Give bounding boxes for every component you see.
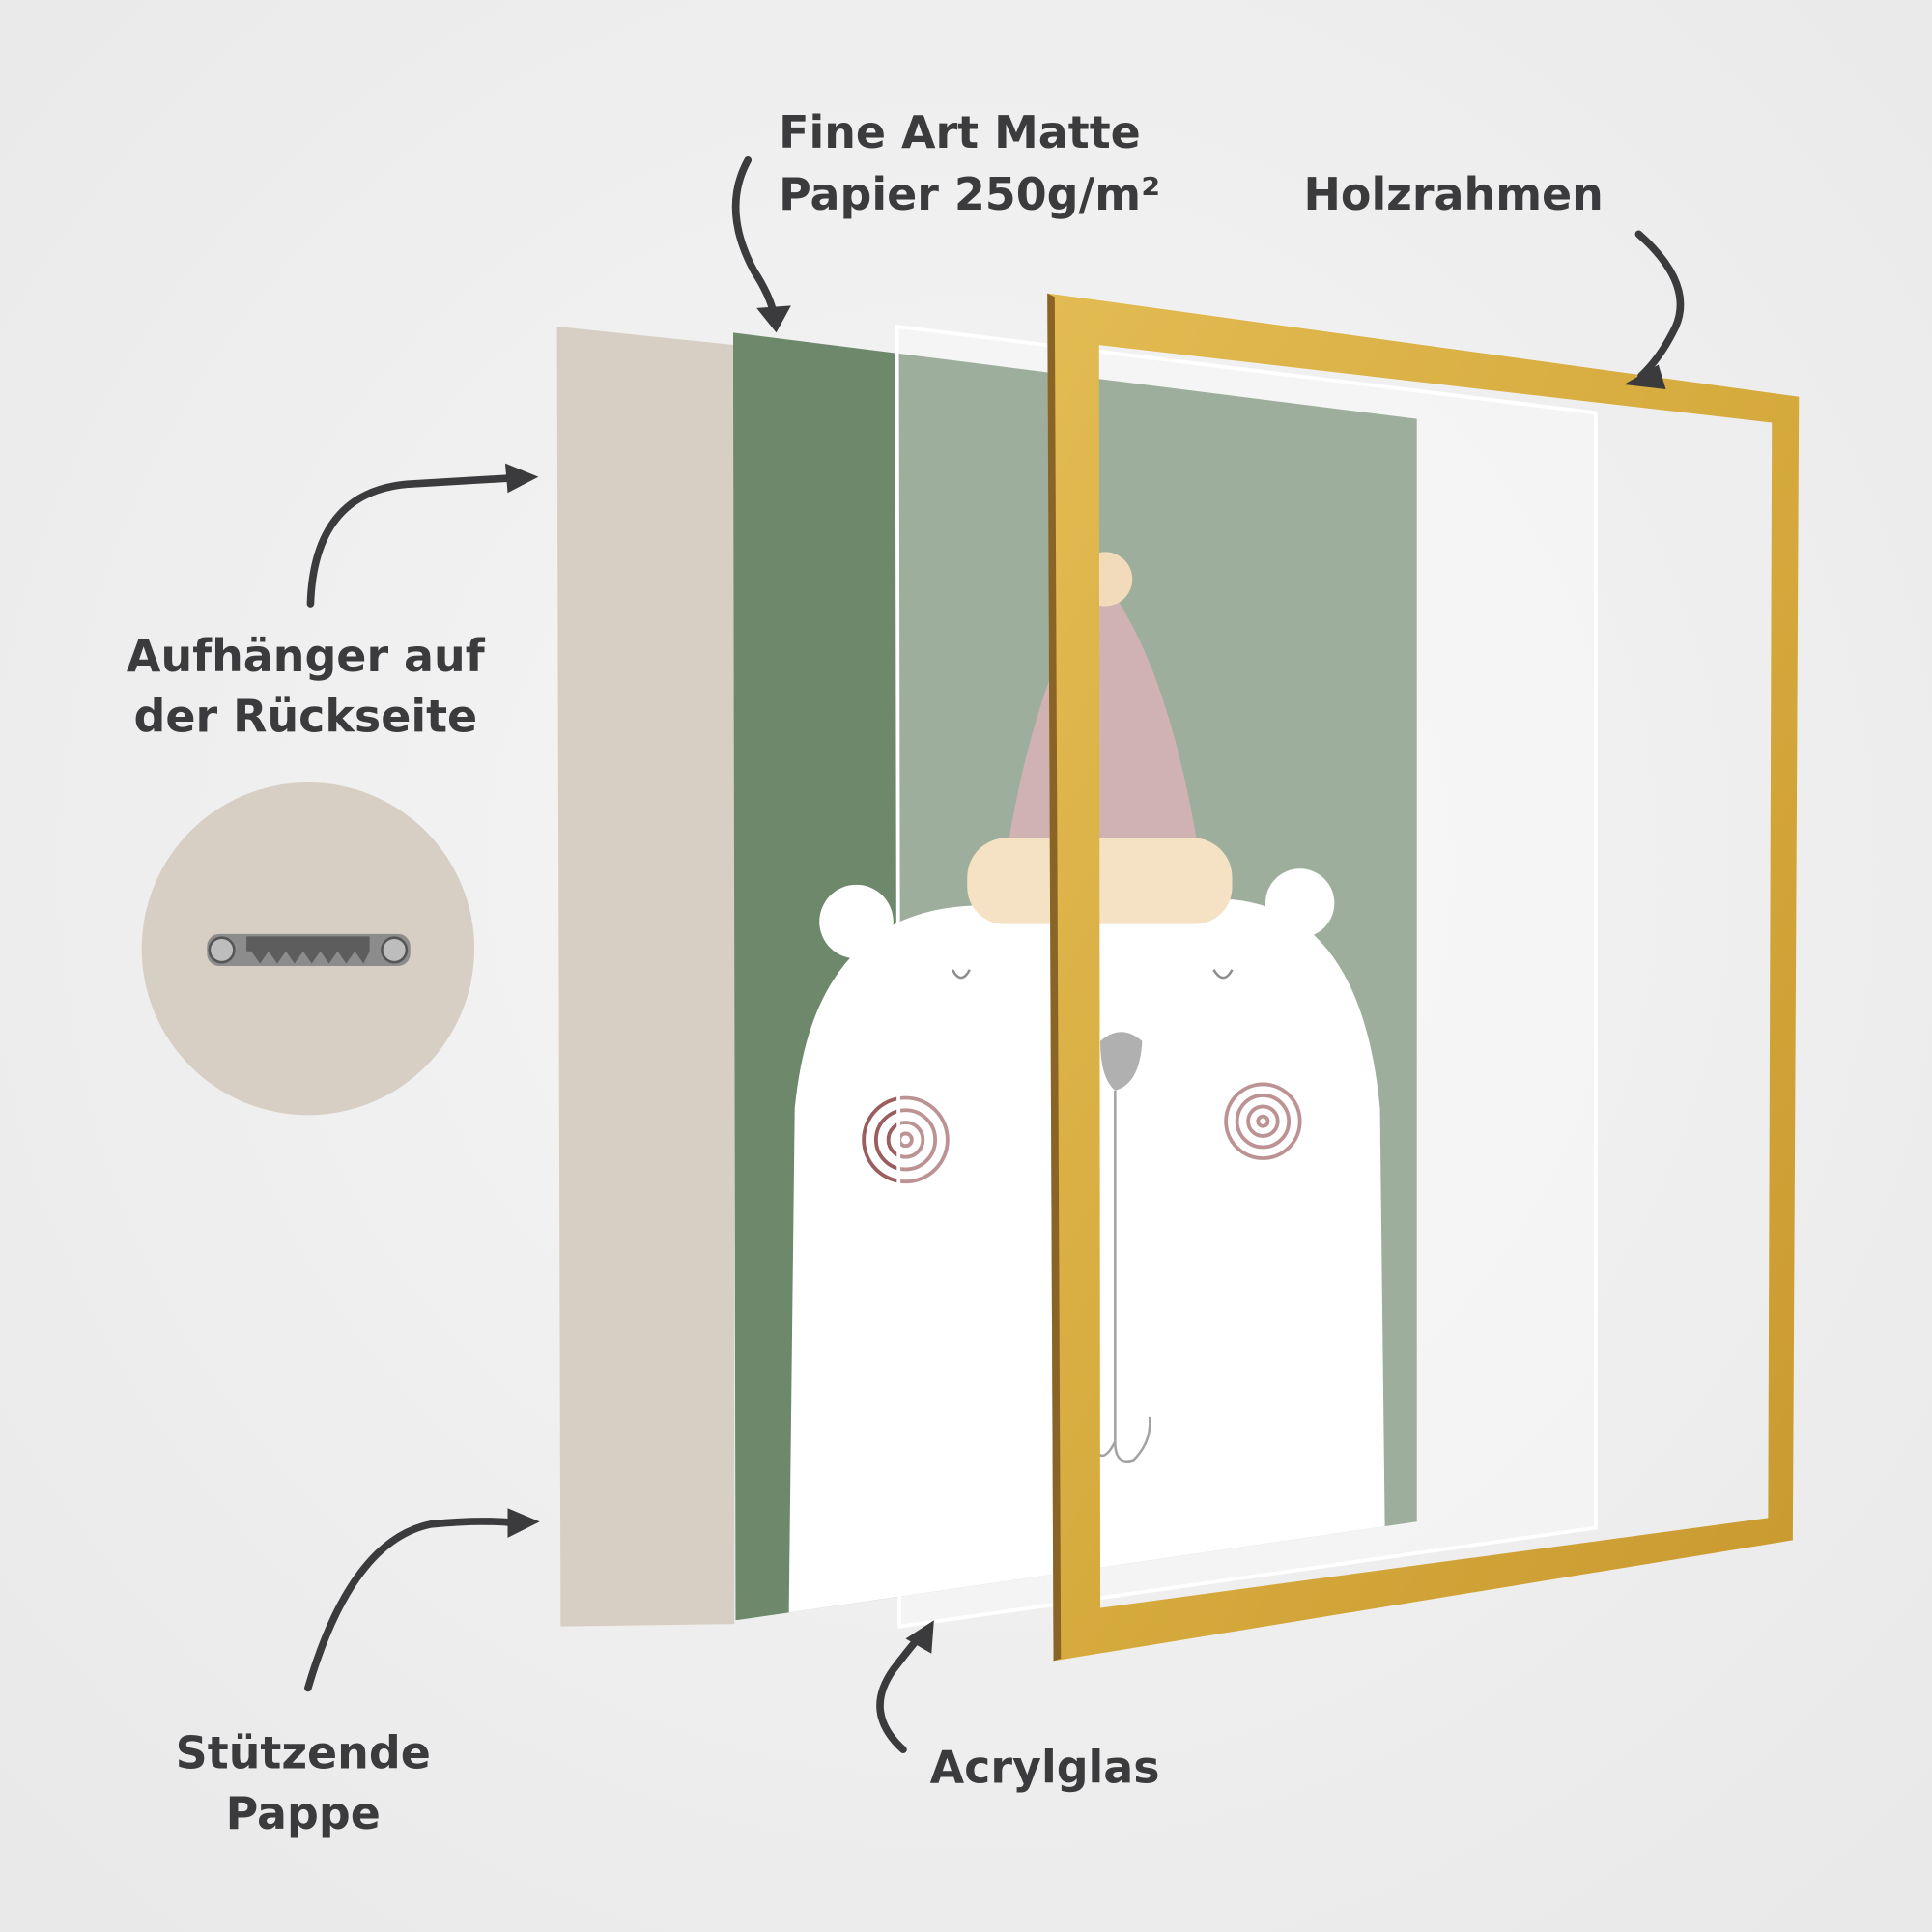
paper-label-line1: Fine Art Matte bbox=[779, 106, 1141, 158]
hanger-label-line2: der Rückseite bbox=[133, 691, 477, 743]
hanger-detail bbox=[141, 781, 475, 1116]
curved-arrow-icon bbox=[1624, 230, 1685, 390]
cardboard-label-line1: Stützende bbox=[176, 1726, 431, 1778]
sawtooth-hanger-icon bbox=[207, 933, 411, 966]
curved-arrow-icon bbox=[306, 463, 539, 608]
paper-label-line2: Papier 250g/m² bbox=[779, 168, 1160, 220]
curved-arrow-icon bbox=[876, 1620, 934, 1754]
acrylic-label: Acrylglas bbox=[930, 1742, 1160, 1794]
frame-label: Holzrahmen bbox=[1303, 168, 1603, 220]
curved-arrow-icon bbox=[731, 156, 791, 333]
wooden-frame bbox=[1047, 293, 1800, 1662]
hanger-label-line1: Aufhänger auf bbox=[127, 630, 486, 682]
curved-arrow-icon bbox=[304, 1508, 540, 1692]
bear-cheek-left bbox=[862, 1095, 950, 1184]
bear-eye-left bbox=[951, 969, 971, 980]
bear-cheek-right bbox=[1224, 1082, 1302, 1160]
bear-eye-right bbox=[1212, 969, 1234, 980]
bear-nose bbox=[1100, 1032, 1143, 1091]
cardboard-label-line2: Pappe bbox=[226, 1787, 381, 1839]
acrylic-glass bbox=[895, 324, 1598, 1629]
cardboard-backing bbox=[556, 327, 735, 1627]
